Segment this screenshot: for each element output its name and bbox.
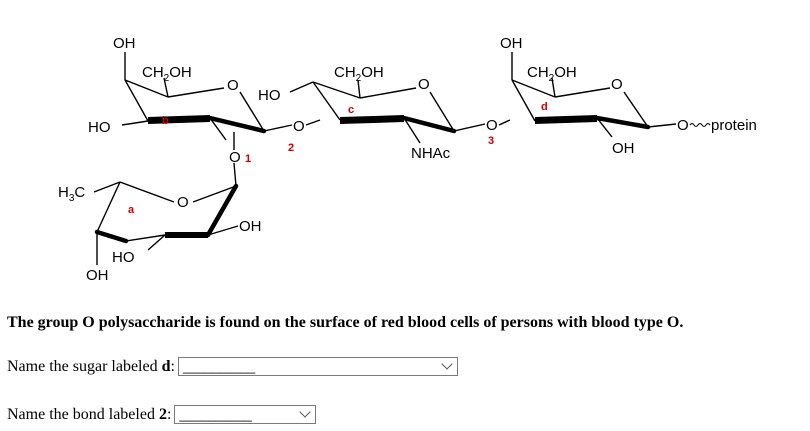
question-prompt: Name the sugar labeled [7, 357, 158, 375]
sugar-d-dropdown[interactable]: __________ [177, 357, 458, 376]
dropdown-value: __________ [179, 407, 252, 422]
oh-label: OH [500, 35, 523, 52]
bond-2-dropdown[interactable]: __________ [174, 405, 317, 424]
bond-oxygen-label: O [293, 118, 305, 135]
wavy-bond [689, 122, 711, 128]
ring-label-b: b [162, 115, 169, 127]
ring-label-c: c [348, 104, 354, 116]
bond-oxygen-label: O [229, 149, 241, 166]
oh-label: OH [86, 267, 109, 284]
ch2oh-label: CH2OH [142, 64, 192, 84]
bond-oxygen-label: O [486, 117, 498, 134]
ho-label: HO [112, 249, 135, 266]
glycosidic-oxygen-label: O [677, 117, 689, 134]
oh-label: OH [612, 140, 635, 157]
ring-d [511, 52, 651, 138]
protein-label: protein [711, 117, 757, 134]
question-prompt: Name the bond labeled [7, 405, 155, 423]
bond-label-2: 2 [288, 142, 294, 154]
ring-oxygen-label: O [418, 76, 430, 93]
oligosaccharide-structure: OH CH2OH O HO b O 2 HO CH2OH O NHAc c O … [58, 35, 757, 284]
bond-label-3: 3 [488, 135, 494, 147]
question-bond-2: Name the bond labeled 2: __________ [7, 405, 317, 424]
ho-label: HO [258, 87, 281, 104]
question-sugar-d: Name the sugar labeled d: __________ [7, 357, 458, 376]
question-prompt-colon: : [166, 405, 172, 423]
ring-c [289, 79, 457, 144]
oh-label: OH [239, 218, 262, 235]
h3c-label: H3C [58, 184, 85, 204]
nhac-label: NHAc [411, 145, 451, 162]
ring-oxygen-label: O [611, 76, 623, 93]
ring-label-d: d [541, 101, 548, 113]
dropdown-value: __________ [182, 359, 256, 374]
oh-label: OH [113, 35, 136, 52]
ring-oxygen-label: O [227, 77, 239, 94]
chevron-down-icon [299, 406, 312, 418]
question-caption: The group O polysaccharide is found on t… [7, 314, 684, 331]
ring-oxygen-label: O [177, 194, 189, 211]
ho-label: HO [88, 119, 111, 136]
ring-a [93, 132, 239, 265]
ring-b [121, 52, 267, 141]
question-target: d [161, 357, 171, 375]
bond-label-1: 1 [245, 153, 251, 165]
question-prompt-colon: : [170, 357, 175, 375]
ch2oh-label: CH2OH [334, 64, 384, 84]
chevron-down-icon [441, 358, 453, 370]
ring-label-a: a [128, 204, 135, 216]
question-target: 2 [158, 405, 167, 423]
ch2oh-label: CH2OH [527, 64, 577, 84]
